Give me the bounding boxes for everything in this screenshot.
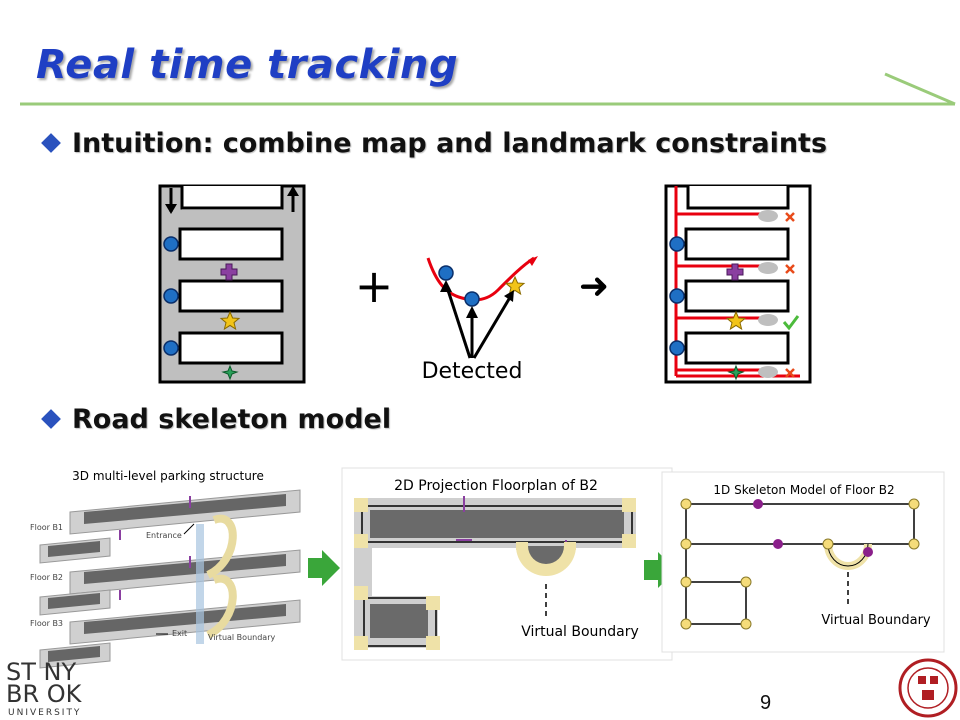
floor-b2-slab <box>39 549 301 616</box>
floor-b1-slab <box>39 489 301 564</box>
landmark-blue-dot <box>163 288 179 304</box>
detected-trajectory: Detected <box>422 256 538 384</box>
landmark-blue-dot <box>669 236 685 252</box>
detected-star-icon <box>504 275 526 296</box>
intuition-diagram: + Detected ➜ <box>158 184 812 384</box>
floor-b2-label: Floor B2 <box>30 573 63 582</box>
landmark-blue-dot <box>669 288 685 304</box>
accept-check-icon <box>782 315 800 331</box>
floor-b3-slab <box>39 599 301 669</box>
panel-2d-virtual-boundary-label: Virtual Boundary <box>521 624 639 640</box>
panel-3d-virtual-boundary-label: Virtual Boundary <box>208 633 275 642</box>
skeleton-node <box>740 576 752 588</box>
skeleton-landmark-node <box>773 539 783 549</box>
skeleton-landmark-node <box>863 547 873 557</box>
panel-3d-parking: 3D multi-level parking structure <box>30 462 306 669</box>
exit-label: Exit <box>172 629 187 638</box>
skeleton-node <box>908 498 920 510</box>
panel-1d-skeleton: 1D Skeleton Model of Floor B2 <box>661 471 945 653</box>
stony-brook-logo-line2: BR OK <box>6 680 83 708</box>
landmark-purple-cross-icon <box>726 263 744 281</box>
skeleton-node <box>680 618 692 630</box>
landmark-blue-dot <box>163 340 179 356</box>
slide-title: Real time tracking <box>36 42 459 88</box>
landmark-blue-dot <box>163 236 179 252</box>
skeleton-node <box>680 538 692 550</box>
panel-1d-title: 1D Skeleton Model of Floor B2 <box>713 483 894 497</box>
landmark-purple-cross-icon <box>220 263 238 281</box>
skeleton-node <box>680 576 692 588</box>
floor-b1-label: Floor B1 <box>30 523 63 532</box>
stony-brook-logo-line3: UNIVERSITY <box>8 708 81 718</box>
plus-sign: + <box>355 259 394 313</box>
map-left <box>158 184 306 384</box>
landmark-blue-dot <box>669 340 685 356</box>
pku-seal-logo <box>898 658 958 718</box>
panel-3d-title: 3D multi-level parking structure <box>72 469 264 483</box>
landmark-green-star-icon <box>727 364 745 381</box>
landmark-star-icon <box>725 310 747 331</box>
stony-brook-logo-line1: ST NY <box>6 658 76 686</box>
page-number: 9 <box>760 692 772 714</box>
bullet-road-skeleton: Road skeleton model <box>36 404 391 435</box>
skeleton-node <box>822 538 834 550</box>
entrance-label: Entrance <box>146 531 182 540</box>
title-underline <box>20 72 956 106</box>
panel-1d-virtual-boundary-label: Virtual Boundary <box>821 613 931 628</box>
landmark-green-star-icon <box>221 364 239 381</box>
detected-label: Detected <box>422 359 523 384</box>
panel-2d-floorplan: 2D Projection Floorplan of B2 Vir <box>341 467 673 661</box>
reject-x-icon <box>785 264 795 274</box>
panel-2d-title: 2D Projection Floorplan of B2 <box>394 478 598 494</box>
bullet-intuition-text: Intuition: combine map and landmark cons… <box>72 128 828 159</box>
stony-brook-logo: ST NY BR OK UNIVERSITY <box>6 658 83 718</box>
bullet-intuition: Intuition: combine map and landmark cons… <box>36 128 827 159</box>
reject-x-icon <box>785 368 795 378</box>
landmark-star-icon <box>219 310 241 331</box>
map-right <box>664 184 812 384</box>
skeleton-node <box>908 538 920 550</box>
combine-arrow-icon: ➜ <box>579 266 609 307</box>
bullet-road-skeleton-text: Road skeleton model <box>72 404 392 435</box>
green-arrow-icon <box>644 552 676 588</box>
skeleton-node <box>680 498 692 510</box>
floor-b3-label: Floor B3 <box>30 619 63 628</box>
skeleton-node <box>740 618 752 630</box>
reject-x-icon <box>785 212 795 222</box>
green-arrow-icon <box>308 550 340 586</box>
skeleton-landmark-node <box>753 499 763 509</box>
